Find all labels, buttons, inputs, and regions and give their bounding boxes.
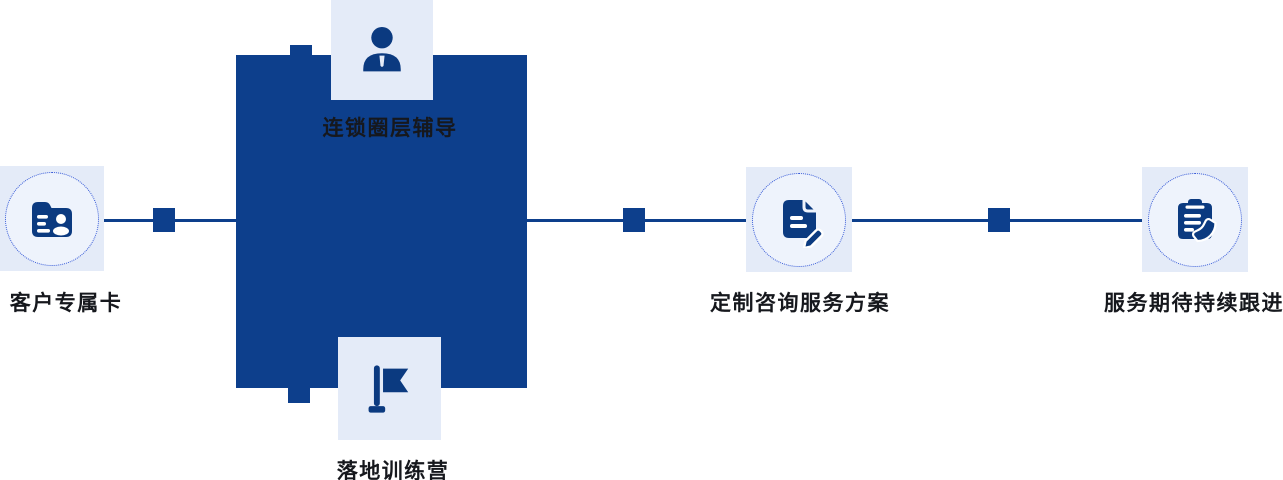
clipboard-phone-icon [1178, 198, 1217, 242]
step-label-1: 客户专属卡 [9, 292, 123, 315]
step-circle-3 [1148, 172, 1242, 267]
hub-bottom-label: 落地训练营 [336, 460, 450, 480]
connector-node-2 [623, 208, 645, 232]
connector-line [100, 219, 1142, 222]
flag-icon [368, 364, 408, 413]
step-circle-2 [752, 172, 846, 267]
step-circle-1 [5, 171, 99, 266]
hub-top-card [331, 0, 433, 100]
step-card-3 [1142, 167, 1248, 272]
step-card-2 [746, 167, 852, 272]
hub-bottom-card [338, 337, 441, 440]
step-card-1 [0, 166, 104, 271]
hub-rectangle [236, 55, 527, 388]
hub-top-label: 连锁圈层辅导 [322, 117, 458, 140]
document-edit-icon [783, 198, 824, 248]
connector-node-3 [988, 208, 1010, 232]
step-label-3: 服务期待持续跟进 [1104, 292, 1283, 315]
connector-node-1 [153, 208, 175, 232]
contact-card-icon [32, 201, 72, 237]
step-label-2: 定制咨询服务方案 [710, 292, 890, 315]
person-icon [363, 26, 401, 72]
